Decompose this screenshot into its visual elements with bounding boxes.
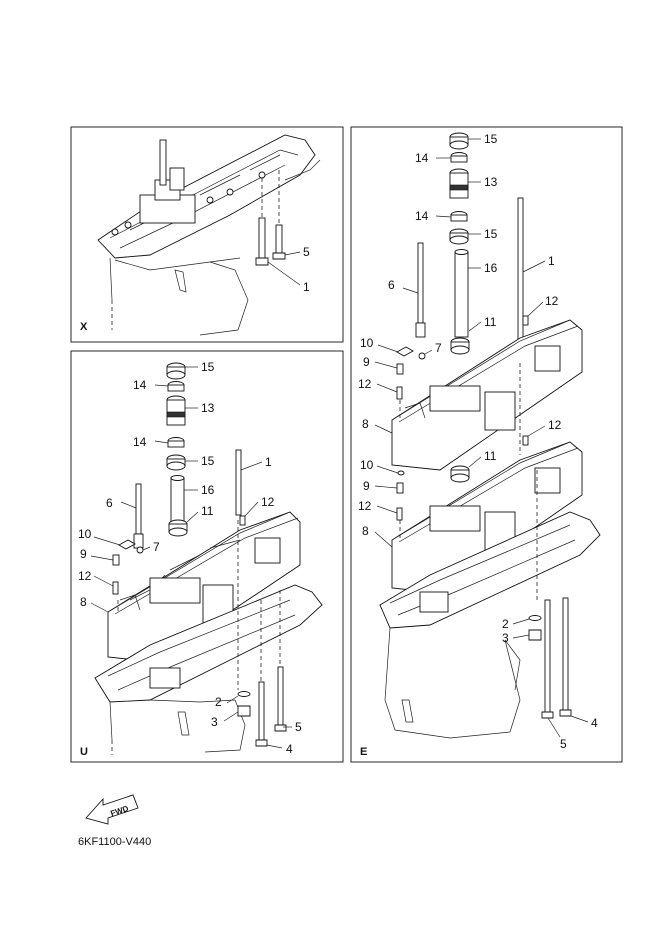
- callout-u-14b: 14: [133, 435, 147, 449]
- panel-e-part-12c: [522, 435, 529, 446]
- panel-e-upper-spacer: [391, 319, 583, 471]
- callout-e-8b: 8: [362, 524, 369, 538]
- callout-e-12c: 12: [548, 418, 562, 432]
- callout-u-12a: 12: [261, 495, 275, 509]
- panel-u-part-9: [112, 554, 120, 566]
- callout-u-7: 7: [153, 540, 160, 554]
- panel-x-housing: [97, 134, 321, 336]
- callout-u-11: 11: [201, 504, 214, 518]
- callout-e-9b: 9: [363, 479, 370, 493]
- callout-u-2: 2: [215, 695, 222, 709]
- callout-e-3: 3: [502, 631, 509, 645]
- callout-x-1: 1: [303, 280, 310, 294]
- callout-e-2: 2: [502, 617, 509, 631]
- panel-x-bolt-1: [255, 178, 269, 266]
- callout-e-1: 1: [548, 254, 555, 268]
- panel-u-stack: [166, 362, 188, 537]
- callout-u-8: 8: [80, 595, 87, 609]
- callout-u-15b: 15: [201, 454, 215, 468]
- callout-e-14b: 14: [415, 209, 429, 223]
- callout-e-8a: 8: [362, 417, 369, 431]
- callout-u-3: 3: [211, 715, 218, 729]
- callout-e-11b: 11: [484, 449, 497, 463]
- callout-e-10b: 10: [360, 458, 374, 472]
- panel-e-washer-2: [528, 615, 542, 621]
- callout-u-1: 1: [265, 455, 272, 469]
- panel-e-part-9b: [396, 482, 404, 494]
- panel-e-part-12b: [522, 315, 529, 326]
- callout-u-13: 13: [201, 401, 215, 415]
- callout-e-7: 7: [435, 341, 442, 355]
- panel-x-bolt-5: [272, 170, 286, 260]
- panel-e-stack: [449, 132, 470, 355]
- panel-e-part-12a: [396, 386, 403, 400]
- panel-e-frame: [350, 126, 623, 763]
- callout-e-12a: 12: [545, 294, 559, 308]
- callout-x-5: 5: [303, 245, 310, 259]
- callout-u-9: 9: [80, 547, 87, 561]
- callout-e-13: 13: [484, 175, 498, 189]
- callout-e-11a: 11: [484, 315, 497, 329]
- panel-letter-e: E: [360, 746, 367, 758]
- callout-e-15b: 15: [484, 227, 498, 241]
- callout-e-12d: 12: [358, 499, 372, 513]
- callout-e-5: 5: [560, 737, 567, 751]
- callout-e-14a: 14: [415, 151, 429, 165]
- fwd-arrow-icon: FWD: [85, 794, 139, 825]
- callout-e-16: 16: [484, 261, 498, 275]
- callout-e-9a: 9: [363, 355, 370, 369]
- panel-u-part-10: [118, 539, 136, 550]
- callout-e-4: 4: [591, 716, 598, 730]
- callout-u-12b: 12: [78, 569, 92, 583]
- panel-letter-x: X: [80, 321, 88, 333]
- panel-u-frame: [70, 350, 344, 763]
- panel-x-frame: [70, 126, 344, 343]
- callout-u-6: 6: [106, 496, 113, 510]
- callout-e-6: 6: [388, 278, 395, 292]
- panel-u-part-12a: [112, 581, 119, 595]
- panel-u-part-12b: [239, 515, 246, 526]
- callout-u-16: 16: [201, 483, 215, 497]
- panel-u-bolt-5: [274, 666, 287, 732]
- drawing-code: 6KF1100-V440: [78, 836, 151, 848]
- panel-u-washer-2: [237, 691, 251, 697]
- panel-u-shaft-6: [133, 483, 144, 549]
- panel-letter-u: U: [80, 746, 88, 758]
- panel-e-bolt-4: [559, 597, 572, 717]
- panel-e-part-10a: [396, 346, 414, 357]
- panel-e-part-9a: [396, 363, 404, 375]
- panel-e-shaft-6: [415, 242, 426, 338]
- callout-e-10a: 10: [360, 336, 374, 350]
- panel-x: 1 5 X: [70, 126, 344, 343]
- callout-u-14a: 14: [133, 378, 147, 392]
- callout-u-4: 4: [286, 742, 293, 756]
- panel-e-part-7: [418, 352, 426, 360]
- panel-e-lower-case: [379, 511, 601, 739]
- callout-u-15a: 15: [201, 360, 215, 374]
- callout-e-15a: 15: [484, 132, 498, 146]
- panel-e-part-12d: [396, 507, 403, 521]
- panel-u-stud-1: [235, 449, 242, 516]
- callout-e-12b: 12: [358, 377, 372, 391]
- panel-u-nut-3: [237, 705, 251, 717]
- callout-u-10: 10: [78, 527, 92, 541]
- panel-e-nut-3: [528, 629, 542, 641]
- panel-u-lower-casing: [94, 584, 323, 753]
- panel-u-upper-casing: [107, 511, 301, 663]
- panel-e-bolt-5: [541, 599, 554, 719]
- panel-e: 15 14 13 14 15 16 1 6 12 11 10 7 9 12 8 …: [350, 126, 623, 763]
- panel-u: 15 14 13 14 15 1 16 6 12 11 10 7 9 12 8 …: [70, 350, 344, 763]
- panel-e-part-10b: [397, 470, 405, 476]
- panel-u-bolt-4: [255, 681, 268, 747]
- callout-u-5: 5: [295, 720, 302, 734]
- panel-u-part-7: [136, 546, 144, 554]
